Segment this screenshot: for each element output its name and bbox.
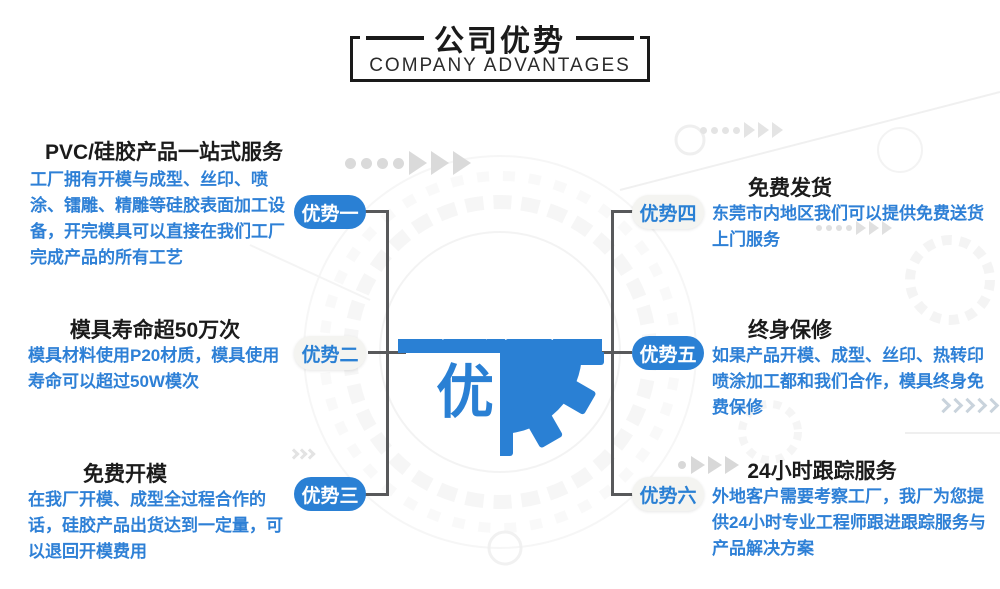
advantage-6-heading: 24小时跟踪服务 — [747, 460, 897, 483]
advantage-5-body: 如果产品开模、成型、丝印、热转印喷涂加工都和我们合作，模具终身免费保修 — [712, 346, 984, 417]
arrow-dots-decoration — [678, 456, 742, 474]
arrow-dots-decoration — [816, 221, 895, 235]
left-connector-mid-stub — [368, 351, 406, 354]
advantage-2-body: 模具材料使用P20材质，模具使用寿命可以超过50W模次 — [28, 346, 280, 391]
advantage-2-heading: 模具寿命超50万次 — [69, 319, 241, 342]
page-subtitle: COMPANY ADVANTAGES — [369, 55, 631, 76]
right-connector-top-stub — [613, 210, 637, 213]
title-row: 公司优势 — [360, 16, 640, 60]
advantage-4-heading: 免费发货 — [748, 177, 832, 200]
badge-advantage-3: 优势三 — [294, 477, 366, 511]
advantage-1-heading: PVC/硅胶产品一站式服务 — [44, 141, 283, 164]
title-right-line — [576, 36, 634, 40]
arrow-dots-decoration — [700, 122, 786, 138]
left-connector-top-stub — [363, 210, 387, 213]
advantage-6-body: 外地客户需要考察工厂，我厂为您提供24小时专业工程师跟进跟踪服务与产品解决方案 — [712, 487, 986, 558]
right-connector-bottom-stub — [613, 493, 637, 496]
right-connector-mid-stub — [594, 351, 632, 354]
left-connector-bottom-stub — [363, 493, 387, 496]
advantage-5-heading: 终身保修 — [748, 319, 832, 342]
badge-advantage-2: 优势二 — [294, 336, 366, 370]
title-left-line — [366, 36, 424, 40]
title-box: 公司优势 COMPANY ADVANTAGES — [350, 16, 650, 82]
arrow-dots-decoration — [345, 151, 475, 175]
advantage-3-heading: 免费开模 — [83, 463, 167, 486]
page-title: 公司优势 — [434, 25, 566, 58]
gear-text-bottom: 优势 — [436, 360, 564, 425]
chevron-decoration — [288, 448, 316, 460]
advantage-4-body: 东莞市内地区我们可以提供免费送货上门服务 — [712, 204, 984, 249]
gear-text-top: 六大 — [436, 282, 564, 347]
badge-advantage-5: 优势五 — [632, 336, 704, 370]
advantage-1-body: 工厂拥有开模与成型、丝印、喷涂、镭雕、精雕等硅胶表面加工设备，开完模具可以直接在… — [30, 170, 285, 267]
badge-advantage-4: 优势四 — [632, 195, 704, 229]
center-gear-icon: 六大 优势 — [396, 248, 604, 456]
advantage-3-body: 在我厂开模、成型全过程合作的话，硅胶产品出货达到一定量，可以退回开模费用 — [28, 490, 283, 561]
badge-advantage-1: 优势一 — [294, 195, 366, 229]
badge-advantage-6: 优势六 — [632, 477, 704, 511]
